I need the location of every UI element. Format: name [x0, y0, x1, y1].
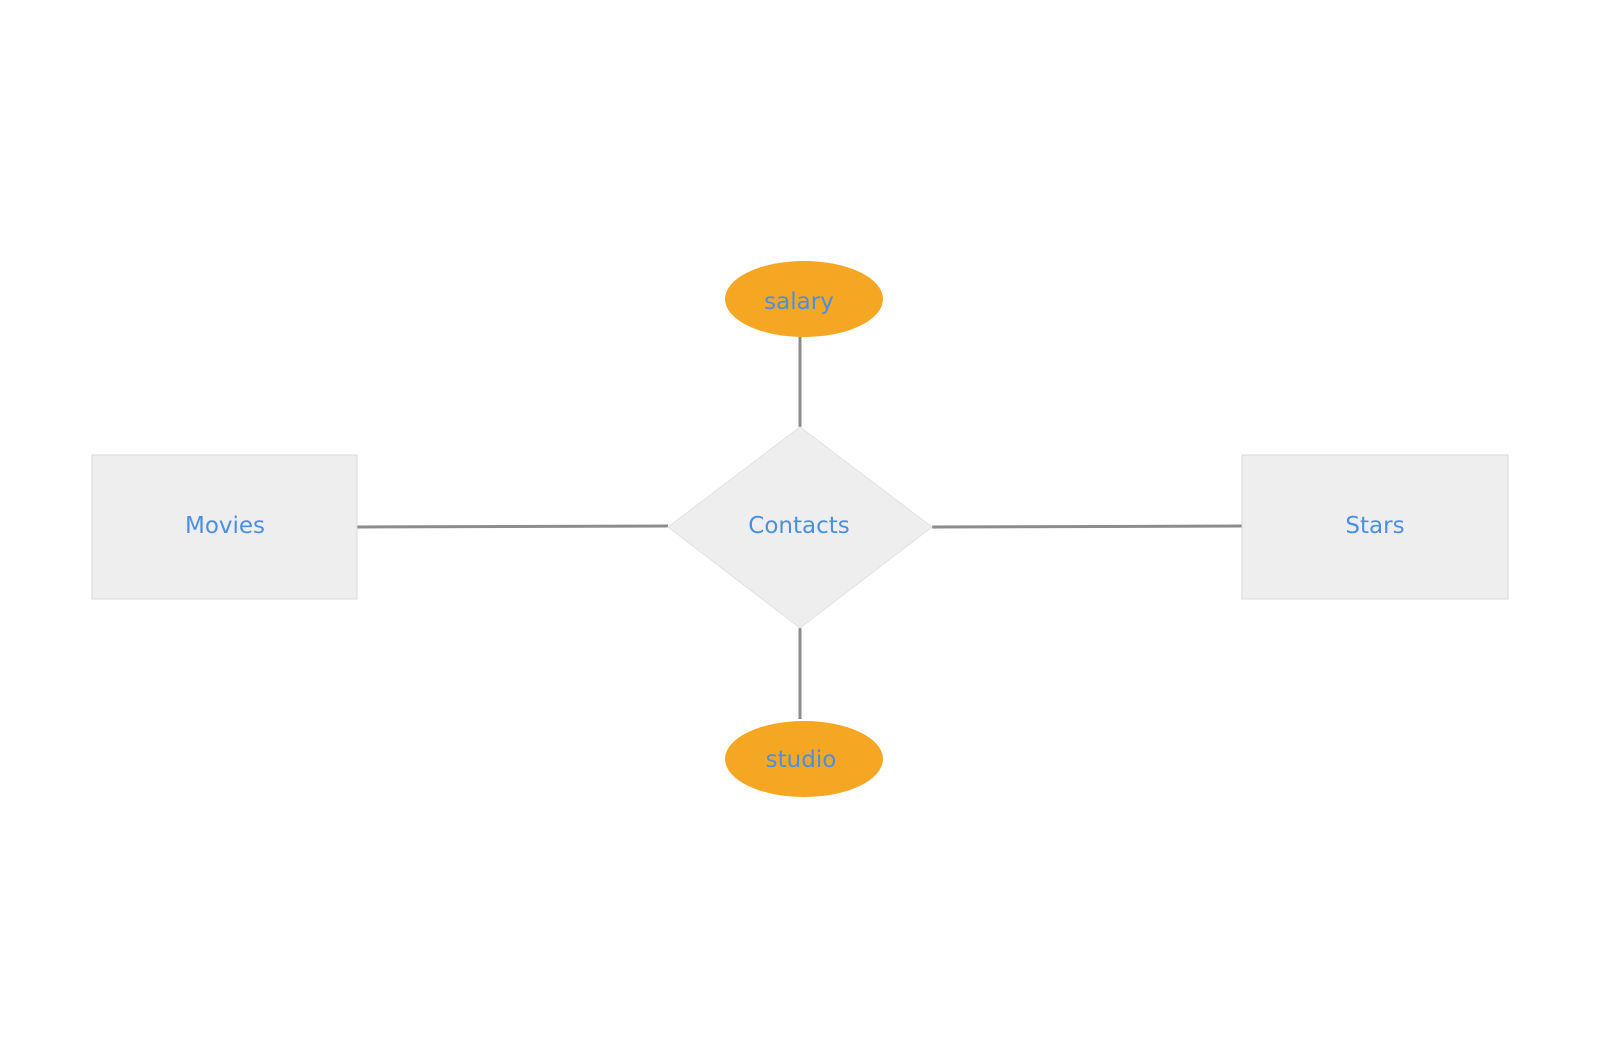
- relationship-contacts[interactable]: Contacts: [667, 426, 933, 629]
- attribute-salary[interactable]: salary: [725, 261, 883, 337]
- entity-stars[interactable]: Stars: [1241, 454, 1509, 600]
- attribute-salary-label: salary: [764, 289, 834, 315]
- connector-contacts-stars: [931, 524, 1243, 529]
- attribute-salary-ellipse: [725, 261, 883, 337]
- attribute-studio-label: studio: [766, 747, 837, 773]
- entity-movies[interactable]: Movies: [91, 454, 358, 600]
- relationship-contacts-diamond: [667, 426, 933, 629]
- entity-stars-box: [1241, 454, 1509, 600]
- connector-movies-contacts: [356, 524, 669, 529]
- entity-movies-box: [91, 454, 358, 600]
- attribute-studio[interactable]: studio: [725, 721, 883, 797]
- entity-movies-label: Movies: [185, 513, 265, 539]
- connectors: [356, 336, 1243, 719]
- attribute-studio-ellipse: [725, 721, 883, 797]
- entity-stars-label: Stars: [1345, 513, 1404, 539]
- relationship-contacts-label: Contacts: [748, 513, 849, 539]
